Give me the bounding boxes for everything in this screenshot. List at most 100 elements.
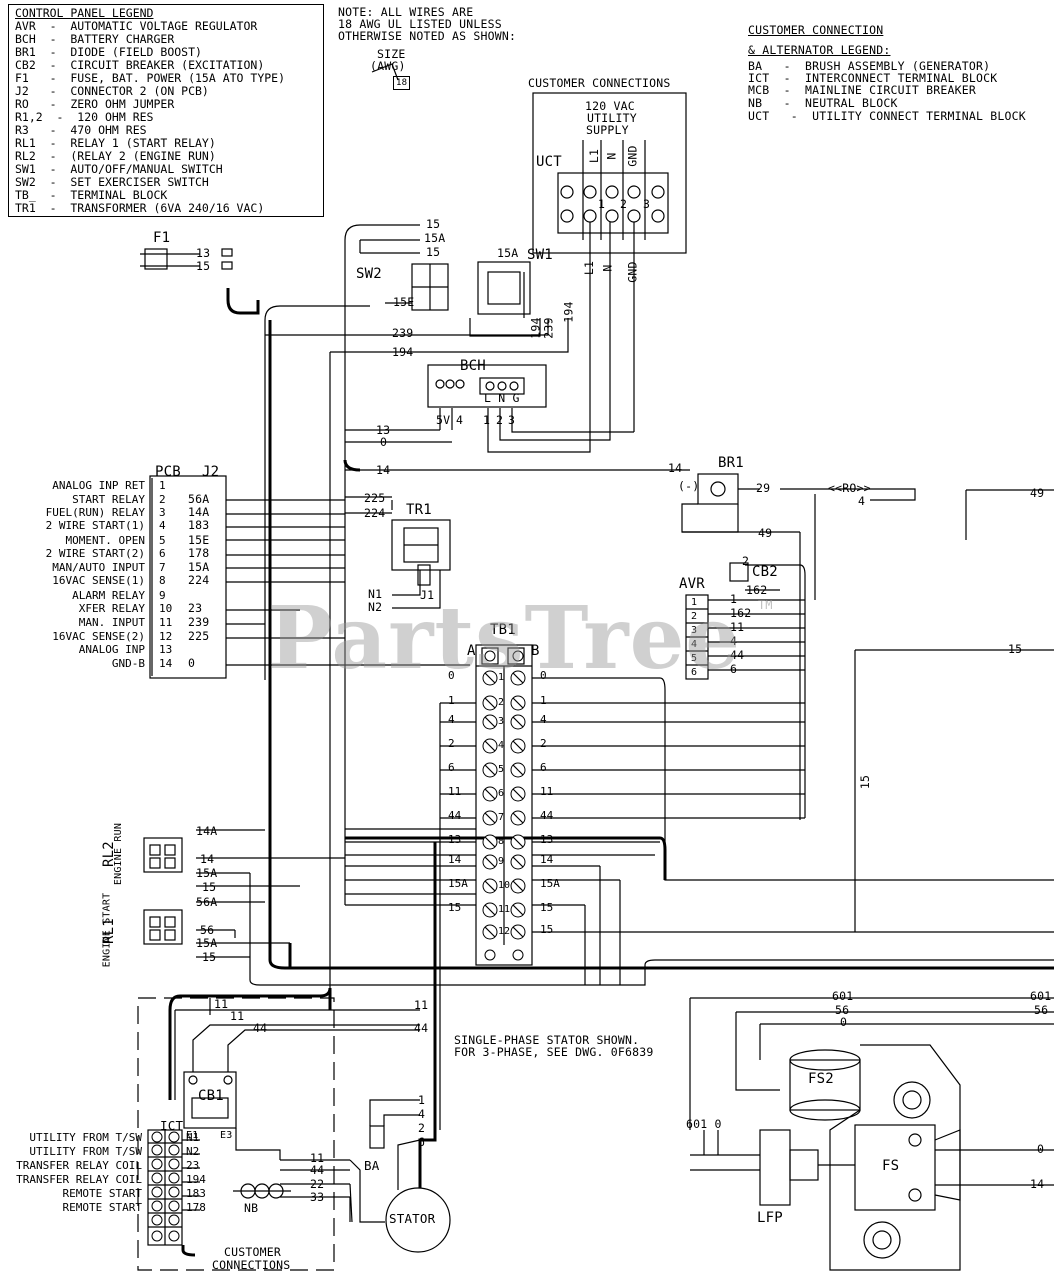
ict-row-label: UTILITY FROM T/SW [29, 1145, 142, 1158]
pcb-pin-number: 8 [159, 574, 166, 587]
avr-pin: 4 [691, 639, 698, 650]
pcb-pin-number: 4 [159, 519, 166, 532]
sw1-label: SW1 [527, 247, 553, 263]
tb1-right-wire: 13 [540, 833, 554, 846]
pcb-wire-label: 0 [188, 656, 196, 670]
wire-label: 225 [364, 491, 386, 505]
wire-label: 15A [196, 866, 218, 880]
uct-supply-line: SUPPLY [586, 123, 629, 137]
note-line: NOTE: ALL WIRES ARE [338, 5, 474, 19]
wire-label: 15 [858, 774, 873, 790]
tb1-left-wire: 0 [448, 669, 455, 682]
legend-item: RL2 - (RELAY 2 (ENGINE RUN) [15, 149, 216, 163]
wire-label: 2 [742, 554, 750, 568]
ict-row-label: UTILITY FROM T/SW [29, 1131, 142, 1144]
size-label: SIZE [377, 47, 406, 61]
legend-item: J2 - CONNECTOR 2 (ON PCB) [15, 84, 209, 98]
fs2-label: FS2 [808, 1071, 834, 1087]
bch-term: 3 [508, 413, 516, 427]
wire-label: 22 [310, 1177, 325, 1191]
wire-label: 224 [364, 506, 386, 520]
pcb-pin-number: 2 [159, 493, 166, 506]
watermark: PartsTree [268, 588, 742, 689]
avr-wire: 44 [730, 648, 745, 662]
wire-label: 162 [746, 583, 768, 597]
wire-label: 56 [835, 1003, 850, 1017]
wire-label: 0 [1037, 1142, 1045, 1156]
wire-label: 11 [310, 1151, 325, 1165]
legend-item: BCH - BATTERY CHARGER [15, 32, 175, 46]
pcb-pin-number: 12 [159, 630, 173, 643]
wire-label: 56 [200, 923, 215, 937]
bch-term: 1 [483, 413, 491, 427]
wire-label: 15 [426, 217, 441, 231]
uct-col-gnd: GND [625, 145, 640, 167]
pcb-pin-label: START RELAY [72, 493, 145, 506]
rl2-sub: ENGINE RUN [113, 822, 125, 886]
wire-label: 601 0 [686, 1117, 722, 1131]
tb1-terminal-number: 2 [498, 697, 505, 708]
wire-label: 601 [1030, 989, 1052, 1003]
pcb-pin-label: 2 WIRE START(1) [45, 519, 145, 532]
tb1-right-wire: 14 [540, 853, 554, 866]
wire-label: 4 [418, 1107, 426, 1121]
wire-label: 56 [1034, 1003, 1049, 1017]
tb1-left-wire: 44 [448, 809, 462, 822]
ict-wire-label: 194 [186, 1173, 206, 1186]
wire-label: 15 [1008, 642, 1023, 656]
tb1-terminal-number: 4 [498, 740, 505, 751]
note-line: 18 AWG UL LISTED UNLESS [338, 17, 502, 31]
uct-label: UCT [536, 154, 562, 170]
tb1-right-wire: 1 [540, 694, 547, 707]
wire-label: 13 [376, 423, 391, 437]
avr-label: AVR [679, 576, 705, 592]
tb1-right-wire: 6 [540, 761, 547, 774]
wire-label: 15 [196, 259, 211, 273]
bch-term: 4 [456, 413, 464, 427]
wire-label: 11 [230, 1009, 245, 1023]
tb1-right-wire: 44 [540, 809, 554, 822]
avr-wire: 6 [730, 662, 738, 676]
legend-item: TR1 - TRANSFORMER (6VA 240/16 VAC) [15, 201, 265, 215]
tb1-terminal-number: 7 [498, 812, 505, 823]
uct-supply-line: UTILITY [587, 111, 637, 125]
tr1-label: TR1 [406, 502, 432, 518]
wire-label: 15 [426, 245, 441, 259]
f1-label: F1 [153, 230, 171, 246]
wire-label: 15 [202, 880, 217, 894]
pcb-pin-label: MAN. INPUT [78, 616, 145, 629]
pcb-pin-label: MOMENT. OPEN [65, 534, 145, 547]
legend-item: CB2 - CIRCUIT BREAKER (EXCITATION) [15, 58, 265, 72]
wire-label: 601 [832, 989, 854, 1003]
customer-legend-subtitle: & ALTERNATOR LEGEND: [748, 43, 891, 57]
uct-pin: 1 [598, 197, 606, 211]
pcb-pin-number: 13 [159, 643, 173, 656]
tb1-terminal-number: 9 [498, 856, 505, 867]
br1-minus: (-) [678, 479, 700, 493]
customer-legend-item: UCT - UTILITY CONNECT TERMINAL BLOCK [748, 109, 1026, 123]
e3-label: E3 [220, 1130, 233, 1141]
wire-label: 15A [497, 246, 519, 260]
customer-legend-item: MCB - MAINLINE CIRCUIT BREAKER [748, 83, 976, 97]
pcb-wire-label: 15A [188, 560, 210, 574]
pcb-wire-label: 178 [188, 546, 210, 560]
pcb-pin-number: 5 [159, 534, 166, 547]
ict-wire-label: 183 [186, 1187, 206, 1200]
legend-title: CONTROL PANEL LEGEND [15, 6, 154, 20]
bch-term: 5V [436, 413, 451, 427]
customer-legend-item: BA - BRUSH ASSEMBLY (GENERATOR) [748, 59, 991, 73]
wire-label: 2 [418, 1121, 426, 1135]
wire-gnd: GND [625, 261, 640, 283]
wire-label: 11 [214, 997, 229, 1011]
tb1-terminal-number: 5 [498, 764, 505, 775]
legend-item: AVR - AUTOMATIC VOLTAGE REGULATOR [15, 19, 258, 33]
wire-label: 6 [418, 1135, 426, 1149]
ict-wire-label: N2 [186, 1145, 200, 1158]
tb1-left-wire: 15 [448, 901, 462, 914]
ro-jumper: <<RO>> [828, 481, 871, 495]
pcb-pin-label: MAN/AUTO INPUT [52, 561, 145, 574]
wire-label: 14 [668, 461, 683, 475]
legend-item: RL1 - RELAY 1 (START RELAY) [15, 136, 216, 150]
wire-label: 15A [424, 231, 446, 245]
wire-label: 13 [196, 246, 211, 260]
